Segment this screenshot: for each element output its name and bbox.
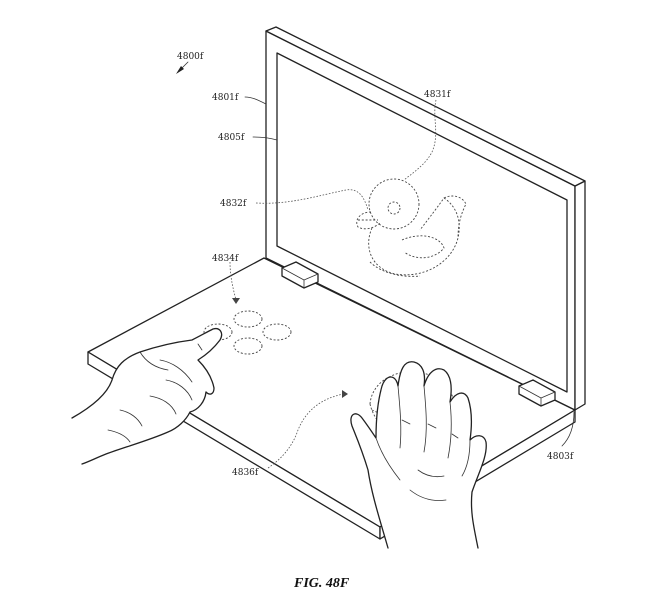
duck-icon <box>356 178 467 277</box>
label-display-housing: 4801f <box>212 93 239 103</box>
label-virtual-object: 4831f <box>424 90 451 100</box>
input-region-circles <box>203 310 292 355</box>
hinge-left <box>281 261 319 289</box>
hinge-right <box>518 379 556 407</box>
right-hand <box>350 361 487 549</box>
figure-caption: FIG. 48F <box>293 576 350 591</box>
label-base-housing: 4803f <box>547 452 574 462</box>
label-display: 4805f <box>218 133 245 143</box>
left-hand <box>71 327 223 465</box>
label-object-part: 4832f <box>220 199 247 209</box>
label-device: 4800f <box>177 52 204 62</box>
label-input-region: 4834f <box>212 254 239 264</box>
display-housing <box>265 26 586 411</box>
leader-lines <box>176 61 575 469</box>
display-screen <box>276 52 568 393</box>
label-hand-input: 4836f <box>232 468 259 478</box>
